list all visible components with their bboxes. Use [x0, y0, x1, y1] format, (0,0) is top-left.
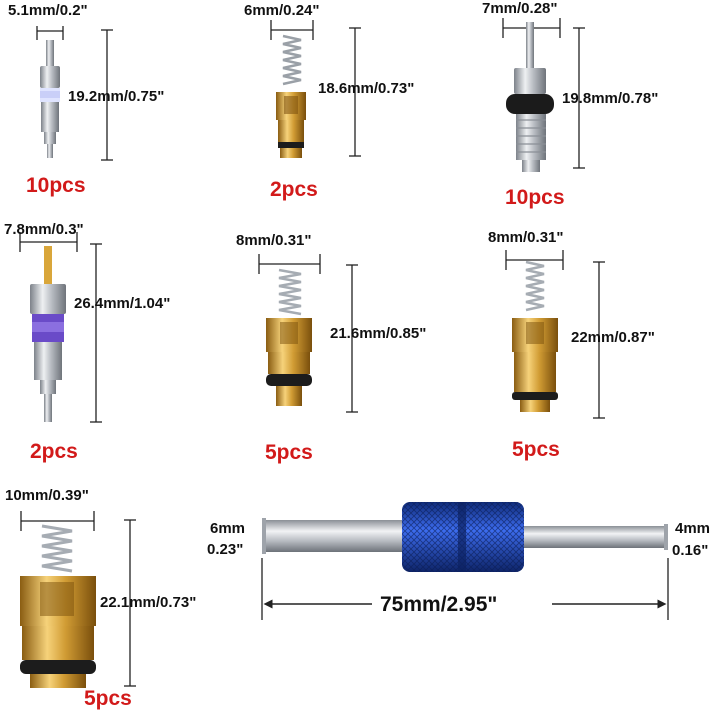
- valve-core-2: [270, 20, 361, 158]
- valve-core-1: [36, 26, 113, 161]
- valve-core-5: [258, 254, 358, 413]
- item-1-length-label: 19.2mm/0.75": [68, 88, 165, 105]
- item-3-quantity: 10pcs: [505, 186, 565, 209]
- item-6-width-label: 8mm/0.31": [488, 229, 564, 246]
- item-2-width-label: 6mm/0.24": [244, 2, 320, 19]
- item-6-length-label: 22mm/0.87": [571, 329, 655, 346]
- item-3-length-label: 19.8mm/0.78": [562, 90, 659, 107]
- valve-core-7: [20, 511, 136, 688]
- item-1-quantity: 10pcs: [26, 174, 86, 197]
- item-5-quantity: 5pcs: [265, 441, 313, 464]
- valve-core-3: [502, 18, 585, 172]
- valve-core-4: [19, 232, 102, 423]
- item-3-width-label: 7mm/0.28": [482, 0, 558, 17]
- tool-right-end-in: 0.16": [672, 542, 709, 559]
- item-4-width-label: 7.8mm/0.3": [4, 221, 84, 238]
- item-1-width-label: 5.1mm/0.2": [8, 2, 88, 19]
- tool-left-end-in: 0.23": [207, 541, 244, 558]
- item-7-length-label: 22.1mm/0.73": [100, 594, 197, 611]
- item-6-quantity: 5pcs: [512, 438, 560, 461]
- tool-left-end-mm: 6mm: [210, 520, 246, 537]
- tool-right-end-mm: 4mm: [675, 520, 711, 537]
- item-7-quantity: 5pcs: [84, 687, 132, 710]
- valve-core-6: [505, 250, 605, 419]
- valve-core-tool: [261, 502, 669, 620]
- item-4-length-label: 26.4mm/1.04": [74, 295, 171, 312]
- item-7-width-label: 10mm/0.39": [5, 487, 89, 504]
- item-5-width-label: 8mm/0.31": [236, 232, 312, 249]
- item-4-quantity: 2pcs: [30, 440, 78, 463]
- tool-length-label: 75mm/2.95": [380, 593, 498, 616]
- item-5-length-label: 21.6mm/0.85": [330, 325, 427, 342]
- item-2-length-label: 18.6mm/0.73": [318, 80, 415, 97]
- item-2-quantity: 2pcs: [270, 178, 318, 201]
